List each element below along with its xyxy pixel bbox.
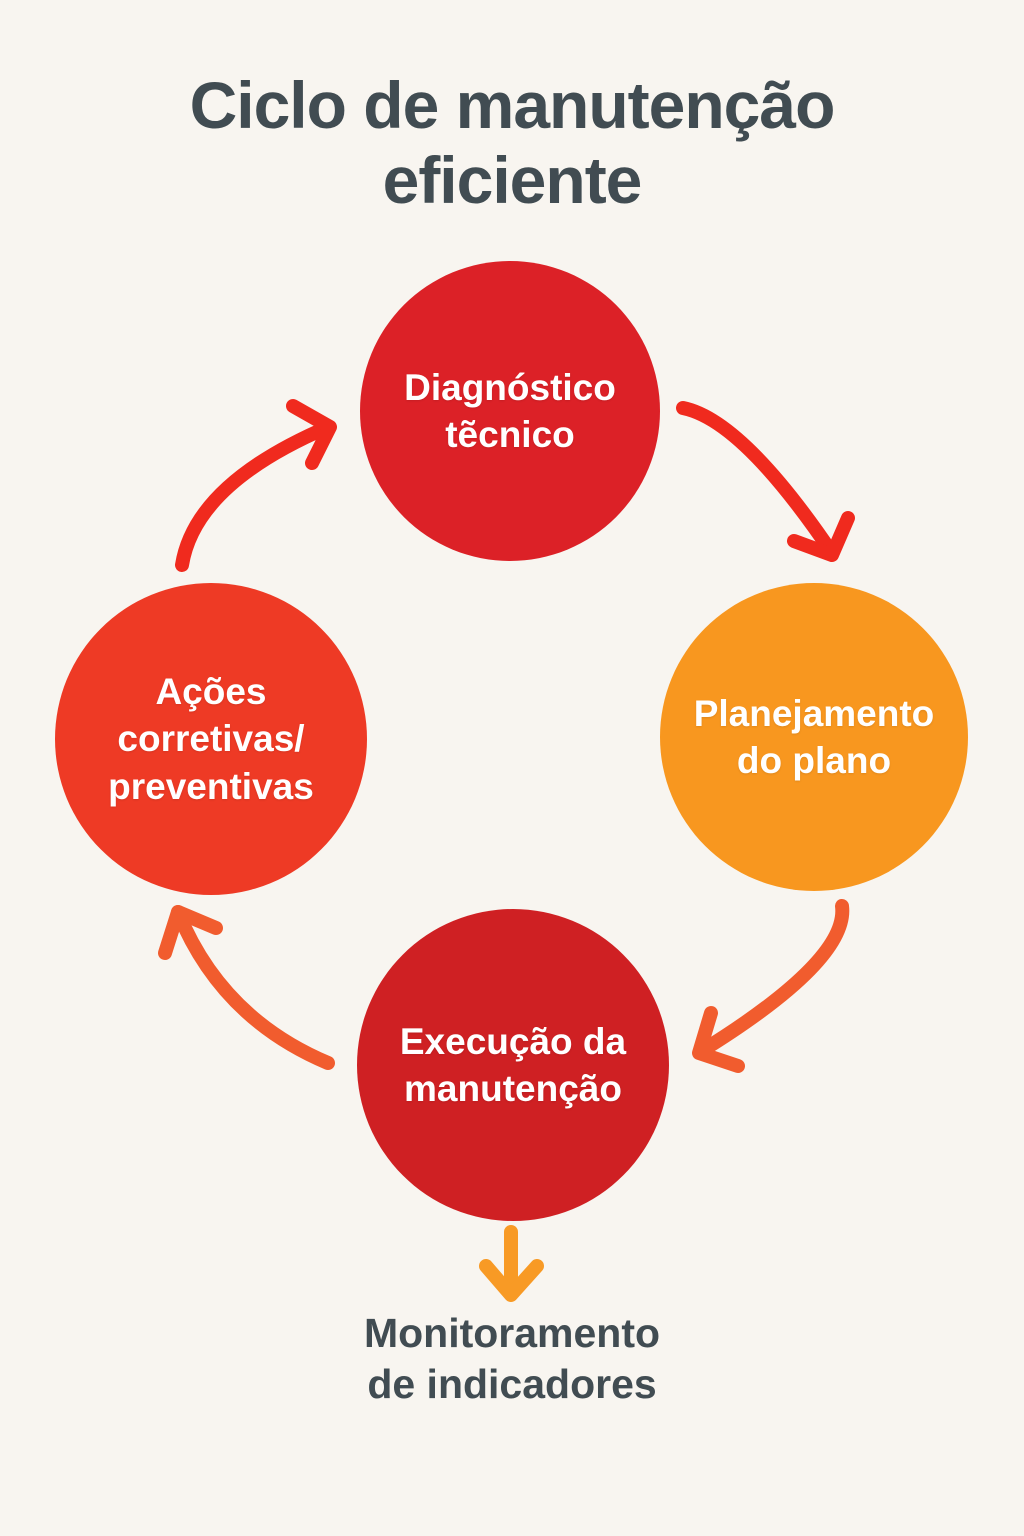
outcome-label: Monitoramento de indicadores bbox=[363, 1310, 661, 1408]
page-title: Ciclo de manutenção eficiente bbox=[189, 68, 836, 217]
cycle-step-planejamento: Planejamento do plano bbox=[660, 583, 968, 891]
arrow-planejamento-to-execucao bbox=[692, 899, 850, 1073]
arrow-diagnostico-to-planejamento bbox=[676, 401, 855, 562]
arrow-down-to-monitoramento bbox=[479, 1225, 544, 1302]
cycle-step-diagnostico: Diagnóstico tẽcnico bbox=[360, 261, 660, 561]
cycle-step-label: Planejamento do plano bbox=[693, 692, 935, 781]
cycle-step-execucao: Execução da manutenção bbox=[357, 909, 669, 1221]
cycle-step-label: Execução da manutenção bbox=[399, 1020, 627, 1109]
arrow-execucao-to-acoes bbox=[158, 905, 335, 1070]
cycle-step-label: Ações corretivas/ preventivas bbox=[108, 670, 314, 807]
cycle-step-acoes: Ações corretivas/ preventivas bbox=[55, 583, 367, 895]
cycle-step-label: Diagnóstico tẽcnico bbox=[404, 366, 616, 455]
arrow-acoes-to-diagnostico bbox=[175, 399, 337, 572]
